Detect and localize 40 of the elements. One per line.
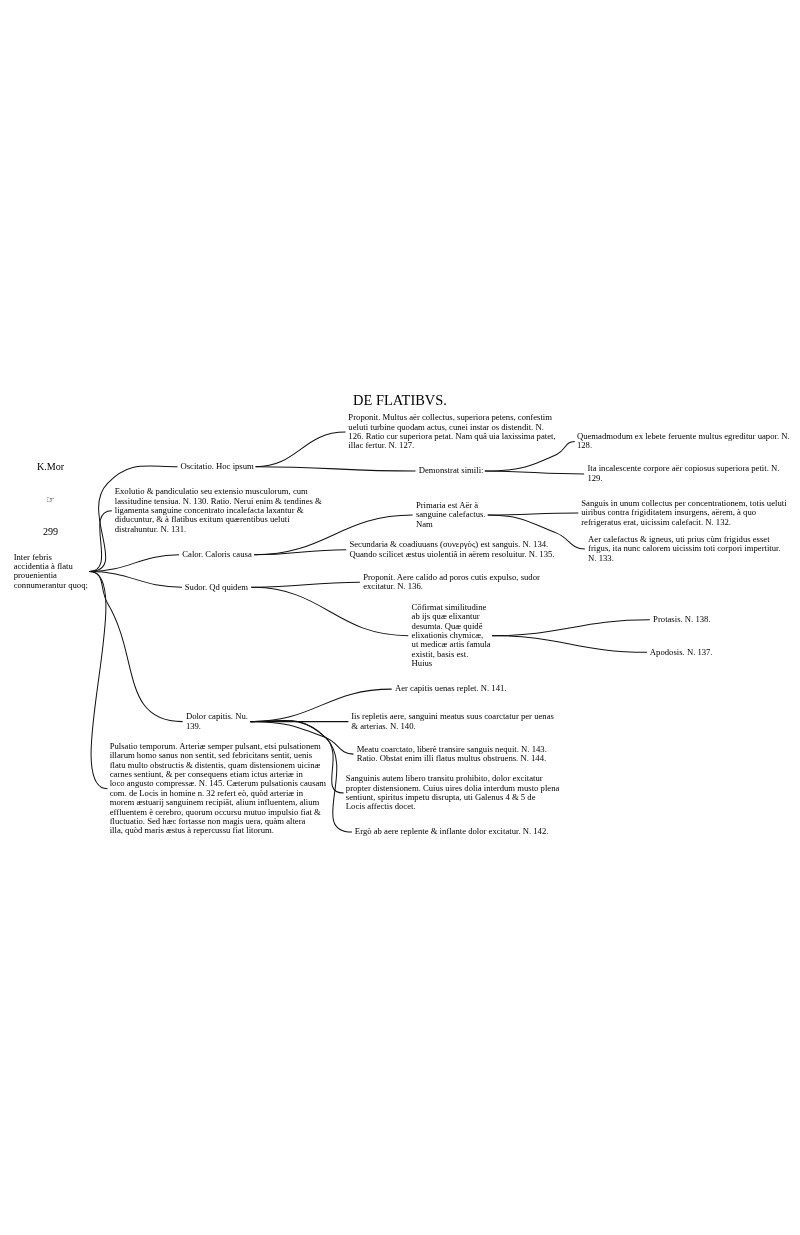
node-text: Aer calefactus & igneus, uti prius cùm frigidus esset frigus, ita nunc calorem uicissim toti corpori impertitur. N. 133.: [588, 533, 781, 563]
node-text: Exolutio & pandiculatio seu extensio musculorum, cum lassitudine tensiua. N. 130. Ratio. Nerui enim & tendines & ligamenta sanguine concentrato incalefacta laxantur & diducuntur, & à flatibus exitum quærentibus ueluti distrahuntur. N. 131.: [114, 485, 322, 534]
node-text: Pulsatio temporum. Arteriæ semper pulsant, etsi pulsationem illarum homo sanus non sentit, sed febricitans sentit, uenis flatu multo obstructis & distentis, quam distensionem uicinæ carnes sentiunt, & per consequens etiam ictus arteriæ in loco angusto compressæ. N. 145. Cæterum pulsationis causam com. de Locis in homine n. 32 refert eò, quòd arteriæ in morem æstuarij sanguinem recipiāt, alium influentem, alium effluentem è cerebro, quorum occursu mutuo impulsio fiat & fluctuatio. Sed hæc fortasse non magis uera, quàm altera illa, quòd maris æstus à repercussu fiat litorum.: [109, 740, 327, 835]
node-text: Proponit. Multus aër collectus, superiora petens, confestim ueluti turbine quodam actus, cunei instar os distendit. N. 126. Ratio cur superiora petat. Nam quâ uia laxissima patet, illac fertur. N. 127.: [348, 411, 556, 450]
connector: [491, 634, 648, 653]
node-text: Sanguis in unum collectus per concentrationem, totis ueluti uiribus contra frigiditatem insurgens, aërem, à quo refrigeratus erat, uicissim calefacit. N. 132.: [581, 497, 787, 527]
node-text: Protasis. N. 138.: [653, 613, 711, 624]
label: 299: [42, 525, 59, 537]
node-text: Ergò ab aere replente & inflante dolor excitatur. N. 142.: [354, 825, 549, 836]
node-text: Meatu coarctato, liberè transire sanguis nequit. N. 143. Ratio. Obstat enim illi flatus multus obstruens. N. 144.: [356, 743, 547, 763]
connector: [88, 464, 179, 572]
connector: [253, 514, 414, 555]
node-text: Sanguinis autem libero transitu prohibito, dolor excitatur propter distensionem. Cuius uires dolia interdum musto plena sentiunt, spiritus impetu disrupta, uti Galenus 4 & 5 de Locis affectis docet.: [345, 772, 560, 811]
node-text: Aer capitis uenas replet. N. 141.: [394, 682, 507, 693]
node-text: Cōfirmat similitudine ab ijs quæ elixantur desumta. Quæ quidē elixationis chymicæ, ut medicæ artis famula existit, basis est. Huius: [411, 601, 491, 668]
connector: [253, 548, 347, 555]
node-text: Quemadmodum ex lebete feruente multus egreditur uapor. N. 128.: [576, 430, 790, 450]
connector: [487, 511, 579, 516]
node-text: Secundaria & coadiuuans (συνεργὸς) est sanguis. N. 134. Quando scilicet æstus uiolentiâ in aërem resoluitur. N. 135.: [349, 538, 555, 559]
node-text: Iis repletis aere, sanguini meatus suus coarctatur per uenas & arterias. N. 140.: [351, 710, 554, 731]
label: K.Mor: [36, 460, 65, 472]
node-text: Dolor capitis. Nu. 139.: [185, 710, 248, 731]
node-text: Ita incalescente corpore aër copiosus superiora petit. N. 129.: [587, 462, 780, 483]
node-text: Primaria est Aër à sanguine calefactus. Nam: [415, 499, 486, 529]
node-text: Proponit. Aere calido ad poros cutis expulso, sudor excitatur. N. 136.: [363, 571, 540, 591]
connector: [250, 586, 409, 636]
connector: [484, 470, 585, 474]
connector: [88, 570, 109, 789]
node-text: Sudor. Qd quidem: [184, 581, 249, 592]
connector: [250, 719, 353, 833]
node-text: Inter febris accidentia à flatu prouenientia connumerantur quoq;: [13, 551, 88, 590]
connector: [255, 465, 417, 472]
node-text: Calor. Caloris causa: [182, 548, 252, 559]
node-text: Oscitatio. Hoc ipsum: [180, 460, 254, 471]
connector: [487, 514, 586, 550]
node-text: Apodosis. N. 137.: [649, 646, 713, 657]
connector: [88, 509, 113, 572]
label: ☞: [45, 493, 55, 505]
diagram-title: DE FLATIBVS.: [353, 391, 447, 408]
node-text: Demonstrat simili:: [418, 464, 484, 475]
